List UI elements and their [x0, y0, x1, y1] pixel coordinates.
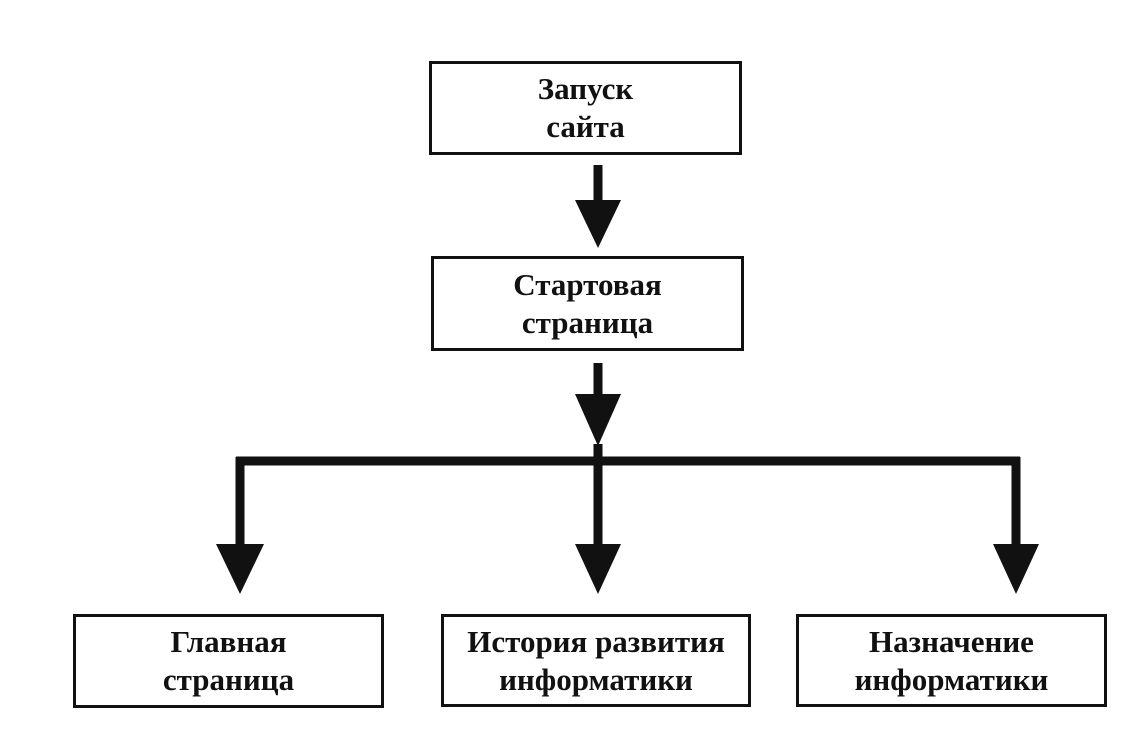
node-site-launch: Запуск сайта — [429, 61, 742, 155]
node-purpose: Назначение информатики — [796, 614, 1107, 707]
node-main-page-line1: Главная — [170, 624, 287, 659]
node-start-page-line1: Стартовая — [513, 266, 662, 302]
node-purpose-line2: информатики — [854, 661, 1049, 697]
node-start-page: Стартовая страница — [431, 256, 744, 351]
node-purpose-line1: Назначение — [869, 623, 1034, 659]
node-history-line2: информатики — [499, 661, 693, 697]
node-history-line1: История развития — [467, 623, 725, 659]
node-main-page: Главная страница — [73, 614, 384, 708]
arrowhead-branch-main — [216, 544, 264, 594]
node-site-launch-line1: Запуск — [537, 71, 634, 106]
node-site-launch-line2: сайта — [546, 109, 625, 144]
arrowhead-home-branch — [575, 394, 621, 446]
arrowhead-branch-purpose — [993, 544, 1039, 594]
arrowhead-branch-history — [575, 544, 621, 594]
node-history: История развития информатики — [441, 614, 751, 707]
arrowhead-start-home — [575, 200, 621, 248]
node-start-page-line2: страница — [521, 304, 654, 340]
node-main-page-line2: страница — [162, 662, 295, 697]
